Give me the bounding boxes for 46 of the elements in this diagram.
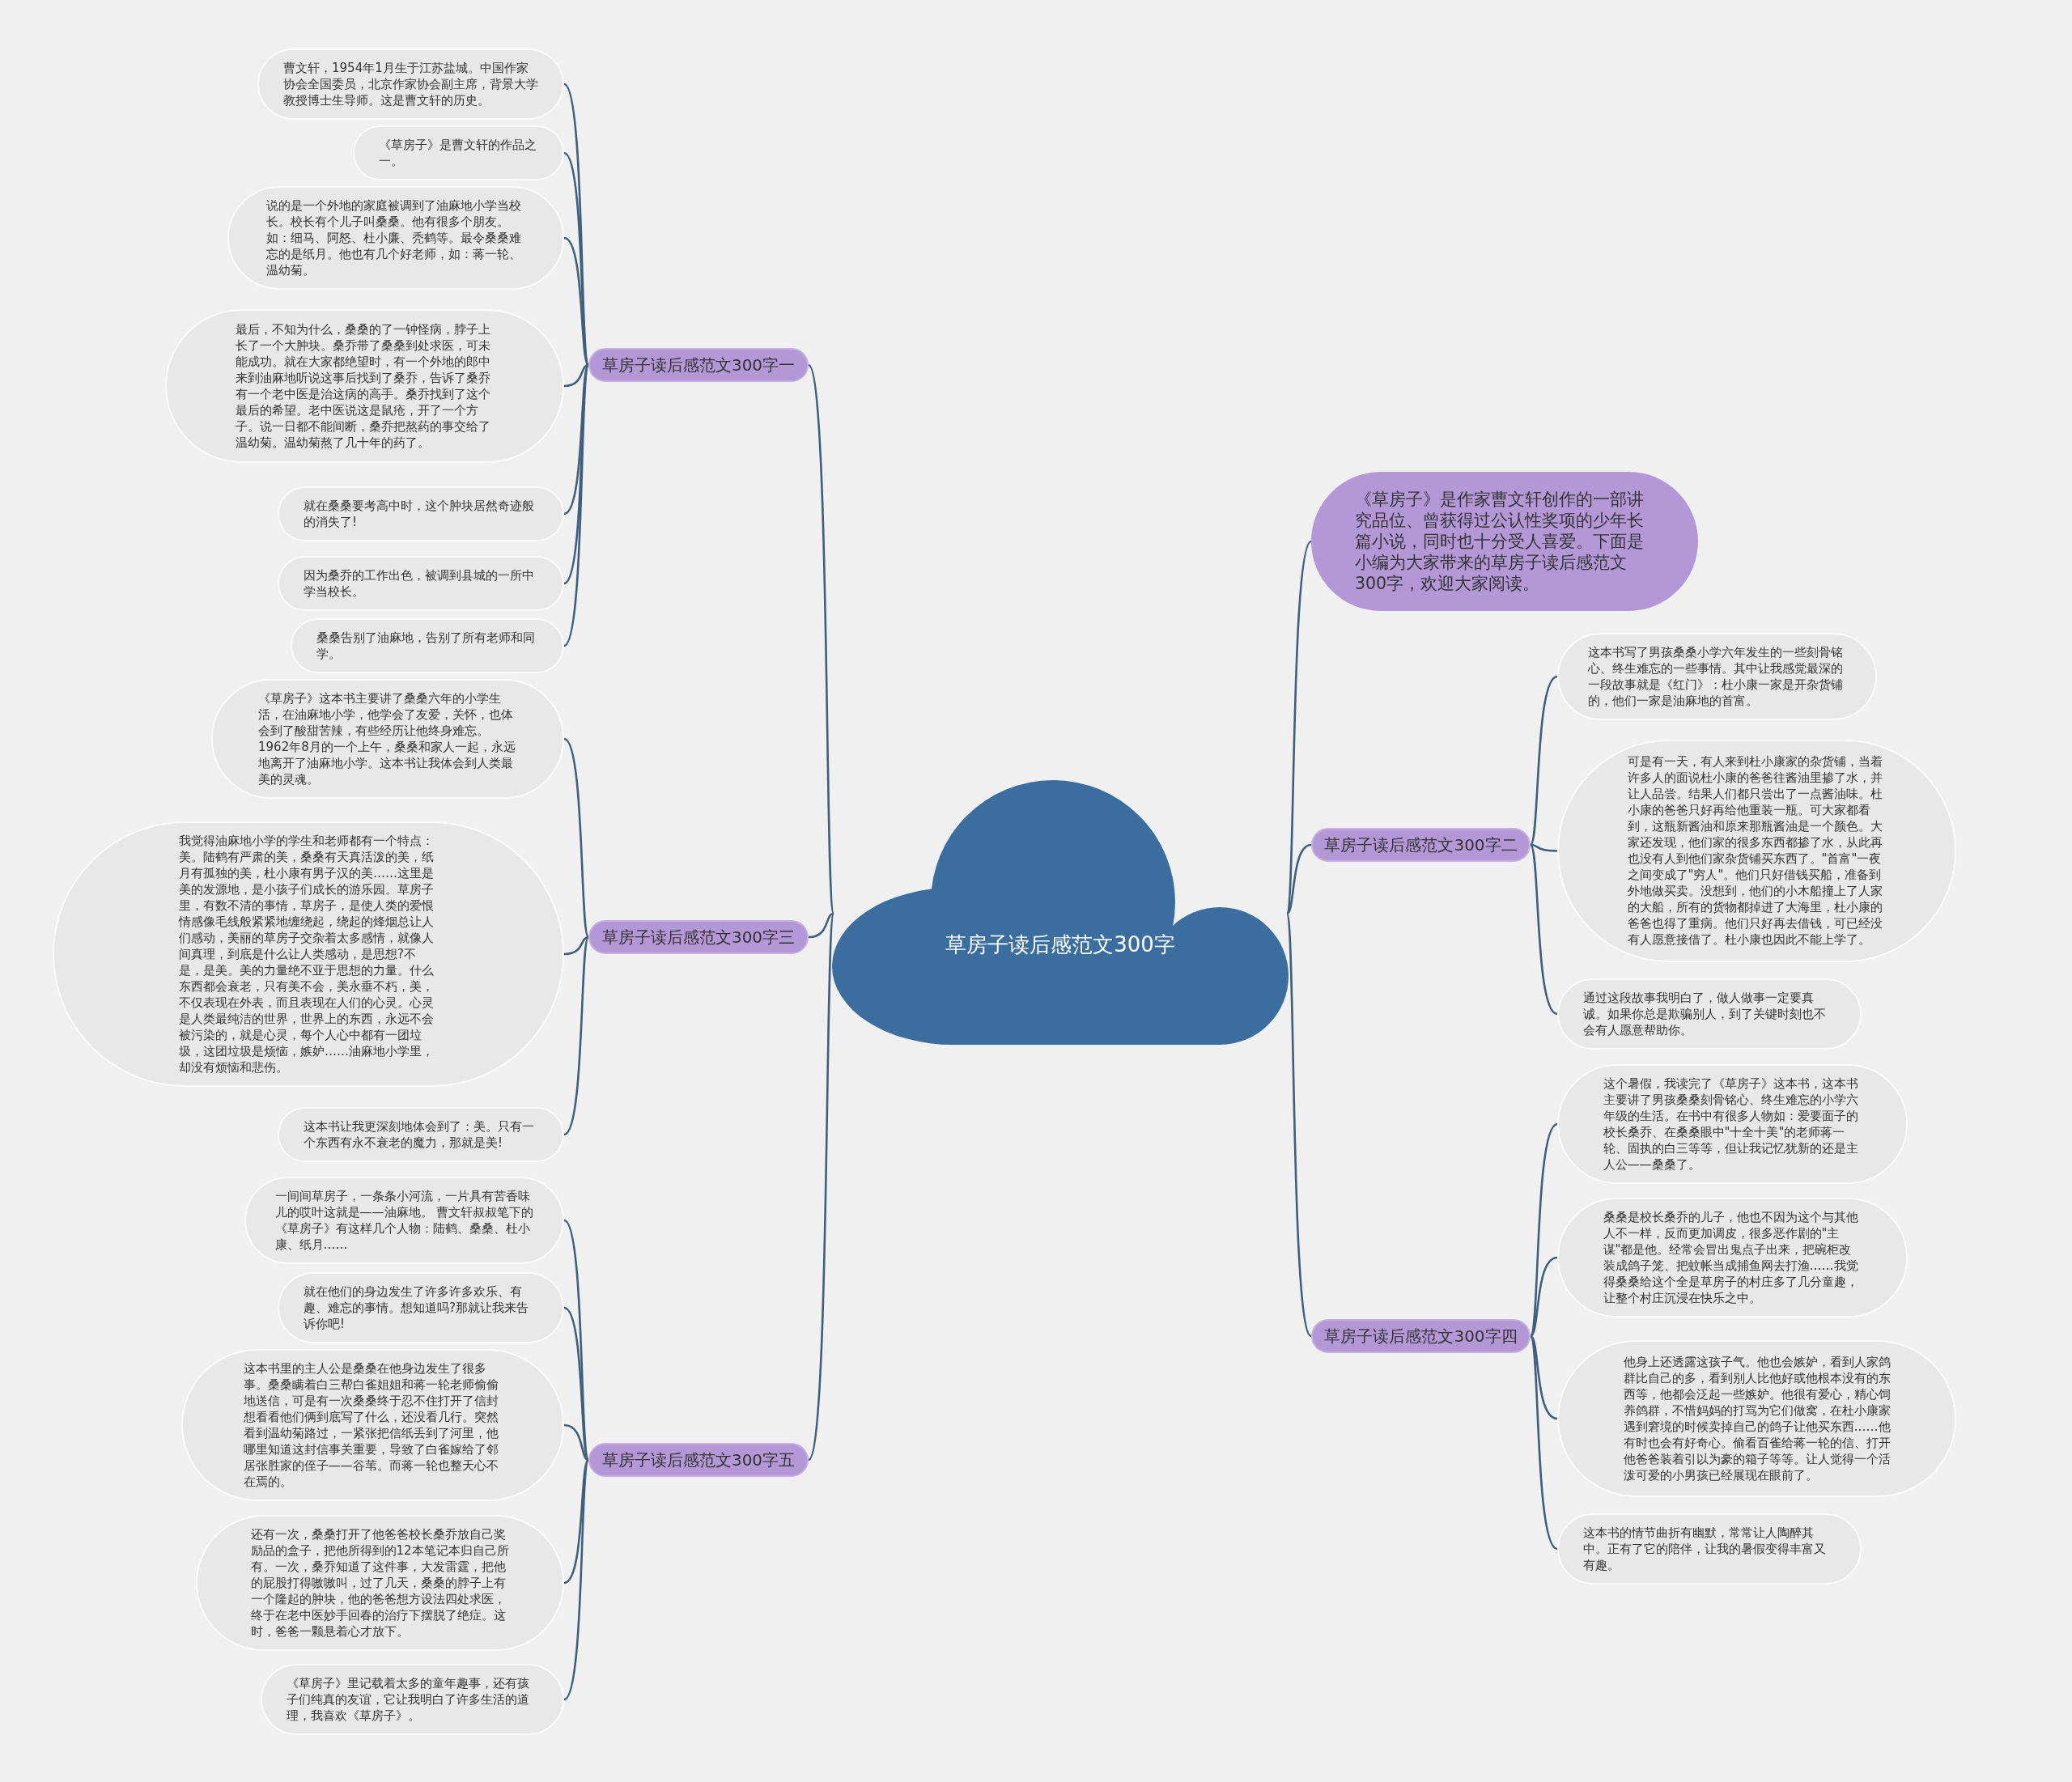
connector-line — [1285, 541, 1313, 914]
connector-line — [563, 936, 589, 956]
connector-line — [1529, 1335, 1558, 1550]
topic-bubble: 就在桑桑要考高中时，这个肿块居然奇迹般的消失了! — [278, 486, 564, 541]
topic-bubble: 一间间草房子，一条条小河流，一片具有苦香味儿的哎叶这就是——油麻地。 曹文轩叔叔笔下的《草房子》有这样几个人物：陆鹤、桑桑、杜小康、纸月…… — [244, 1177, 564, 1264]
topic-bubble: 《草房子》里记载着太多的童年趣事，还有孩子们纯真的友谊，它让我明白了许多生活的道理，我喜欢《草房子》。 — [261, 1664, 564, 1735]
topic-bubble: 桑桑是校长桑乔的儿子，他也不因为这个与其他人不一样，反而更加调皮，很多恶作剧的"主谋"都是他。经常会冒出鬼点子出来，把碗柜改装成鸽子笼、把蚊帐当成捕鱼网去打渔……我觉得桑桑给这个全是草房子的村庄多了几分童趣，让整个村庄沉浸在快乐之中。 — [1557, 1198, 1908, 1317]
connector-line — [563, 1423, 589, 1462]
topic-bubble: 曹文轩，1954年1月生于江苏盐城。中国作家协会全国委员，北京作家协会副主席，背景大学教授博士生导师。这是曹文轩的历史。 — [257, 49, 564, 120]
connector-line — [1530, 843, 1558, 852]
topic-bubble: 《草房子》是曹文轩的作品之一。 — [353, 125, 564, 180]
connector-line — [563, 1459, 590, 1585]
topic-bubble: 这本书让我更深刻地体会到了：美。只有一个东西有永不衰老的魔力，那就是美! — [278, 1107, 564, 1162]
topic-bubble: 这个暑假，我读完了《草房子》这本书，这本书主要讲了男孩桑桑刻骨铭心、终生难忘的小学六年级的生活。在书中有很多人物如：爱要面子的校长桑乔、在桑桑眼中"十全十美"的老师蒋一轮、固执的白三等等，但让我记忆犹新的还是主人公——桑桑了。 — [1557, 1064, 1908, 1184]
connector-line — [1529, 844, 1558, 1016]
topic-bubble: 就在他们的身边发生了许多许多欢乐、有趣、难忘的事情。想知道吗?那就让我来告诉你吧! — [278, 1272, 564, 1343]
topic-bubble: 这本书写了男孩桑桑小学六年发生的一些刻骨铭心、终生难忘的一些事情。其中让我感觉最深的一段故事就是《红门》：杜小康一家是开杂货铺的，他们一家是油麻地的首富。 — [1557, 633, 1877, 720]
connector-line — [1529, 675, 1558, 846]
connector-line — [1286, 843, 1312, 915]
topic-bubble: 通过这段故事我明白了，做人做事一定要真诚。如果你总是欺骗别人，到了关键时刻也不会有人愿意帮助你。 — [1557, 978, 1862, 1050]
branch-topic: 草房子读后感范文300字二 — [1311, 828, 1531, 862]
topic-bubble: 还有一次，桑桑打开了他爸爸校长桑乔放自己奖励品的盒子，把他所得到的12本笔记本归自己所有。一次，桑乔知道了这件事，大发雷霆，把他的屁股打得嗷嗷叫，过了几天，桑桑的脖子上有一个隆起的肿块，他的爸爸想方设法四处求医，终于在老中医妙手回春的治疗下摆脱了绝症。这时，爸爸一颗悬着心才放下。 — [196, 1515, 564, 1651]
topic-bubble: 可是有一天，有人来到杜小康家的杂货铺，当着许多人的面说杜小康的爸爸往酱油里掺了水，并让人品尝。结果人们都只尝出了一点酱油味。杜小康的爸爸只好再给他重装一瓶。可大家都看到，这瓶新酱油和原来那瓶酱油是一个颜色。大家还发现，他们家的很多东西都掺了水，从此再也没有人到他们家杂货铺买东西了。"首富"一夜之间变成了"穷人"。他们只好借钱买船，准备到外地做买卖。没想到，他们的小木船撞上了人家的大船，所有的货物都掉进了大海里，杜小康的爸爸也得了重病。他们只好再去借钱，可已经没有人愿意接借了。杜小康也因此不能上学了。 — [1557, 739, 1956, 962]
connector-line — [563, 363, 589, 388]
connector-line — [1285, 913, 1313, 1337]
branch-topic: 草房子读后感范文300字四 — [1311, 1319, 1531, 1353]
topic-bubble: 《草房子》这本书主要讲了桑桑六年的小学生活，在油麻地小学，他学会了友爱，关怀，也体会到了酸甜苦辣，有些经历让他终身难忘。1962年8月的一个上午，桑桑和家人一起，永远地离开了油麻地小学。这本书让我体会到人类最美的灵魂。 — [211, 679, 564, 799]
connector-line — [1530, 1334, 1558, 1420]
connector-line — [563, 738, 590, 938]
topic-bubble: 他身上还透露这孩子气。他也会嫉妒，看到人家鸽群比自己的多，看到别人比他好或他根本没有的东西等，他都会泛起一些嫉妒。他很有爱心，精心饲养鸽群，不惜妈妈的打骂为它们做窝，在杜小康家遇到窘境的时候卖掉自己的鸽子让他买东西……他有时也会有好奇心。偷看百雀给蒋一轮的信、打开他爸爸装着引以为豪的箱子等等。让人觉得一个活泼可爱的小男孩已经展现在眼前了。 — [1557, 1340, 1956, 1497]
topic-bubble: 说的是一个外地的家庭被调到了油麻地小学当校长。校长有个儿子叫桑桑。他有很多个朋友。如：细马、阿怒、杜小廉、秃鹤等。最令桑桑难忘的是纸月。他也有几个好老师，如：蒋一轮、温幼菊。 — [227, 186, 564, 290]
branch-topic: 草房子读后感范文300字三 — [588, 920, 809, 954]
connector-line — [1530, 1256, 1558, 1338]
branch-topic: 草房子读后感范文300字一 — [588, 348, 809, 382]
connector-line — [808, 912, 834, 939]
branch-topic: 草房子读后感范文300字五 — [588, 1443, 809, 1477]
connector-line — [563, 936, 590, 1135]
topic-bubble: 我觉得油麻地小学的学生和老师都有一个特点：美。陆鹤有严肃的美，桑桑有天真活泼的美，纸月有孤独的美，杜小康有男子汉的美……这里是美的发源地，是小孩子们成长的游乐园。草房子里，有数不清的事情，草房子，是使人类的爱恨情感像毛线般紧紧地缠绕起，绕起的烽烟总让人们感动，美丽的草房子交杂着太多感情，就像人间真理，到底是什么让人类感动，是思想?不是，是美。美的力量绝不亚于思想的力量。什么东西都会衰老，只有美不会，美永垂不朽，美，不仅表现在外表，而且表现在人们的心灵。心灵是人类最纯洁的世界，世界上的东西，永远不会被污染的，就是心灵，每个人心中都有一团垃圾，这团垃圾是烦恼，嫉妒……油麻地小学里，却没有烦恼和悲伤。 — [53, 821, 564, 1087]
connector-line — [807, 913, 835, 1461]
topic-bubble: 这本书里的主人公是桑桑在他身边发生了很多事。桑桑瞒着白三帮白雀姐姐和蒋一轮老师偷偷地送信，可是有一次桑桑终于忍不住打开了信封想看看他们俩到底写了什么，还没看几行。突然看到温幼菊路过，一紧张把信纸丢到了河里，他哪里知道这封信事关重要，导致了白雀嫁给了邻居张胜家的侄子——谷苇。而蒋一轮也整天心不在焉的。 — [181, 1349, 564, 1501]
topic-bubble: 最后，不知为什么，桑桑的了一钟怪病，脖子上长了一个大肿块。桑乔带了桑桑到处求医，可未能成功。就在大家都绝望时，有一个外地的郎中来到油麻地听说这事后找到了桑乔，告诉了桑乔有一个老中医是治这病的高手。桑乔找到了这个最后的希望。老中医说这是鼠疮，开了一个方子。说一日都不能间断，桑乔把熬药的事交给了温幼菊。温幼菊熬了几十年的药了。 — [165, 309, 564, 463]
intro-bubble: 《草房子》是作家曹文轩创作的一部讲究品位、曾获得过公认性奖项的少年长篇小说，同时也十分受人喜爱。下面是小编为大家带来的草房子读后感范文300字，欢迎大家阅读。 — [1311, 472, 1698, 611]
topic-bubble: 这本书的情节曲折有幽默，常常让人陶醉其中。正有了它的陪伴，让我的暑假变得丰富又有趣。 — [1557, 1513, 1862, 1585]
topic-bubble: 桑桑告别了油麻地，告别了所有老师和同学。 — [291, 618, 564, 673]
topic-bubble: 因为桑乔的工作出色，被调到县城的一所中学当校长。 — [278, 556, 564, 611]
connector-line — [807, 364, 835, 914]
